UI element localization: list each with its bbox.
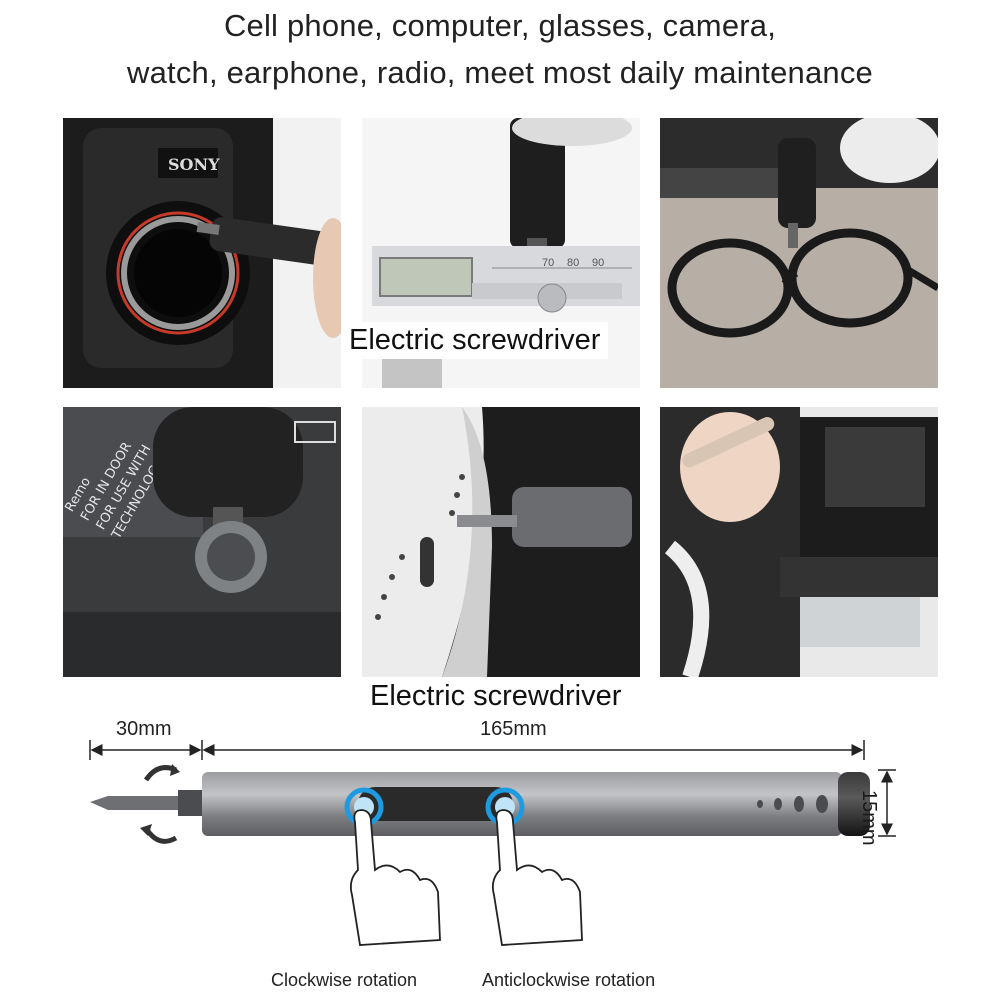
hand-pointer-left-icon [349, 809, 441, 946]
caliper-scale-90: 90 [592, 257, 604, 269]
caption-bottom-row: Electric screwdriver [362, 680, 630, 713]
body-length-label: 165mm [480, 718, 547, 740]
headline-line-2: watch, earphone, radio, meet most daily … [127, 55, 873, 90]
dimension-lines [89, 740, 896, 837]
button-slot [358, 787, 513, 821]
diameter-label: 15mm [858, 790, 880, 846]
caliper-scale-70: 70 [542, 257, 554, 269]
photo-door-panel: Remo FOR IN DOOR FOR USE WITH TECHNOLOG [63, 407, 341, 677]
caption-top-row: Electric screwdriver [341, 322, 609, 359]
anticlockwise-rotation-label: Anticlockwise rotation [482, 970, 656, 990]
clockwise-rotation-label: Clockwise rotation [271, 970, 418, 990]
headline-line-1: Cell phone, computer, glasses, camera, [223, 8, 777, 43]
photo-phone-port [362, 407, 640, 677]
hand-pointer-right-icon [491, 809, 583, 946]
bit-length-label: 30mm [116, 718, 172, 740]
photo-glasses [660, 118, 938, 388]
screwdriver-dimension-diagram [89, 740, 896, 946]
rotation-arrows-icon [140, 764, 180, 844]
sony-brand-text: SONY [168, 155, 220, 174]
vent-holes [757, 795, 828, 813]
caliper-scale-80: 80 [567, 257, 579, 269]
photo-printer [660, 407, 938, 677]
screwdriver-bit [90, 796, 180, 810]
screwdriver-end-cap [838, 772, 870, 836]
photo-camera: SONY [63, 118, 341, 388]
bit-collar [178, 790, 204, 816]
